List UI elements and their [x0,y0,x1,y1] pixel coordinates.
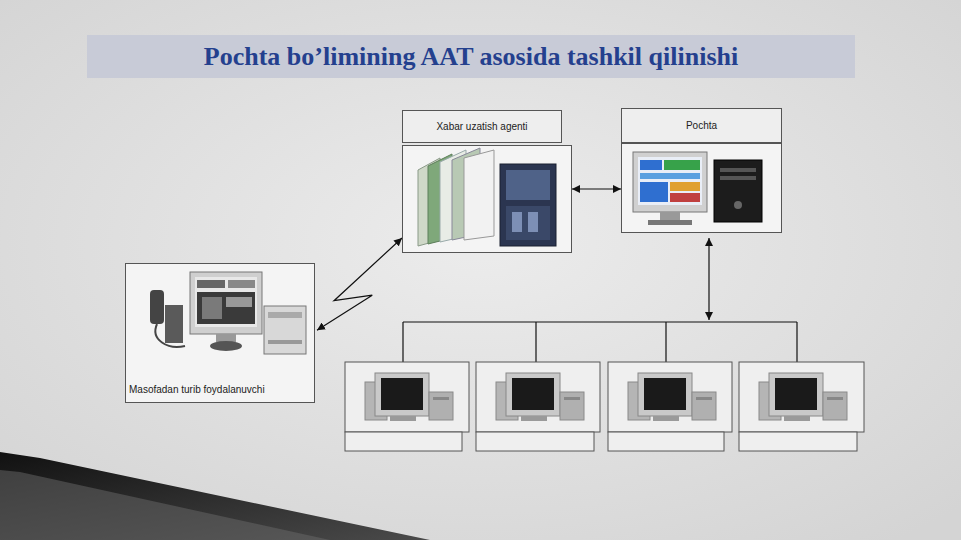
workstation-group [345,362,864,451]
workstation-label-box [608,432,724,451]
picture-panel [621,143,782,233]
box-heading: Pochta [621,108,782,143]
workstation-label-box [739,432,857,451]
data-link [572,188,621,189]
picture-panel [402,145,572,253]
workstation-frame [608,362,732,432]
decorative-swoosh [0,452,430,540]
decorative-swoosh [0,470,330,540]
panel-fill [125,263,315,403]
system-box: Masofadan turib foydalanuvchi [125,263,315,403]
workstation-computer [759,373,847,421]
workstation-label-box [345,432,462,451]
workstation-frame [476,362,600,432]
system-box: Pochta [621,108,782,233]
slide-title: Pochta bo’limining AAT asosida tashkil q… [87,35,855,78]
box-label: Xabar uzatish agenti [436,121,527,133]
workstation-frame [345,362,469,432]
box-heading: Xabar uzatish agenti [402,110,562,143]
post-computer-illustration [633,152,762,225]
remote-user-illustration [150,272,306,354]
workstation-computer [496,373,584,421]
workstation-computer [628,373,716,421]
panel-fill [402,110,562,143]
box-label: Masofadan turib foydalanuvchi [129,384,265,396]
data-link [317,238,402,330]
workstation-label-box [476,432,594,451]
server-stack-illustration [418,148,556,246]
title-band [87,35,855,78]
panel-fill [621,108,782,143]
box-label: Pochta [686,120,717,132]
workstation-computer [365,373,453,421]
system-box: Xabar uzatish agenti [402,110,572,253]
panel-fill [621,143,782,233]
workstation-frame [739,362,864,432]
panel-fill [402,145,572,253]
lan-bus [403,238,797,362]
